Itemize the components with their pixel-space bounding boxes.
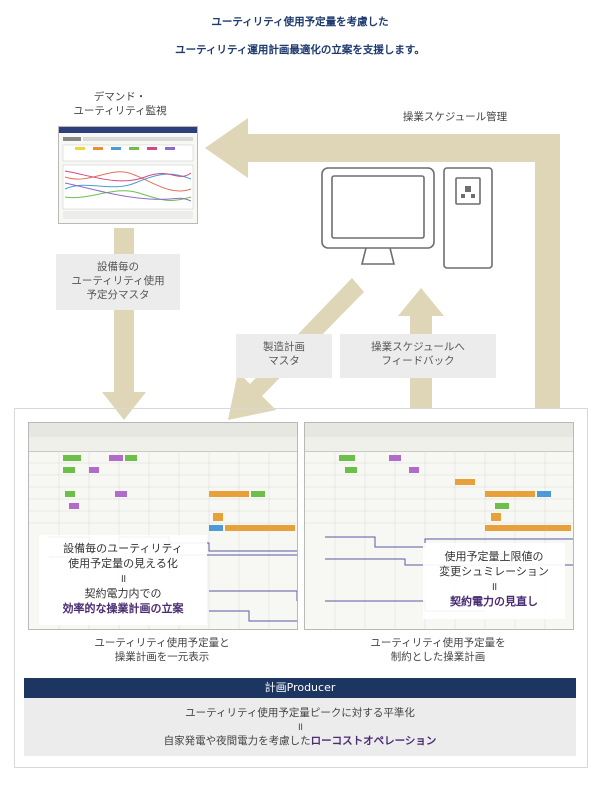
master-down-arrow	[102, 228, 146, 420]
summary-line-2-prefix: 自家発電や夜間電力を考慮した	[163, 735, 311, 747]
demand-chart-thumbnail	[59, 127, 197, 219]
computer-icon	[321, 167, 493, 269]
producer-frame	[14, 408, 588, 768]
left-overlay-line-3: 契約電力内での	[84, 587, 162, 600]
right-overlay-accent: 契約電力の見直し	[450, 595, 538, 608]
header-line-2: ユーティリティ運用計画最適化の立案を支援します。	[175, 44, 425, 56]
right-caption-line-1: ユーティリティ使用予定量を	[370, 637, 506, 649]
right-overlay-line-2: 変更シュミレーション	[439, 565, 549, 578]
right-overlay-line-1: 使用予定量上限値の	[444, 550, 544, 563]
feedback-label: 操業スケジュールへ フィードバック	[340, 334, 496, 378]
producer-summary-box: ユーティリティ使用予定量ピークに対する平準化 ॥ 自家発電や夜間電力を考慮したロ…	[24, 698, 576, 756]
left-overlay-line-2: 使用予定量の見える化	[68, 557, 178, 570]
unit-master-label-line-2: ユーティリティ使用	[71, 275, 165, 287]
unit-master-label-line-1: 設備毎の	[97, 261, 139, 273]
summary-separator: ॥	[296, 721, 304, 733]
feedback-label-line-1: 操業スケジュールへ	[371, 341, 465, 353]
right-gantt-chart	[305, 451, 573, 629]
right-overlay: 使用予定量上限値の 変更シュミレーション ॥ 契約電力の見直し	[423, 543, 565, 619]
monitor-label-line-2: ユーティリティ監視	[73, 105, 167, 117]
schedule-management-label: 操業スケジュール管理	[402, 111, 508, 123]
left-overlay: 設備毎のユーティリティ 使用予定量の見える化 ॥ 契約電力内での 効率的な操業計…	[39, 535, 207, 625]
left-overlay-line-1: 設備毎のユーティリティ	[63, 542, 183, 555]
right-caption-line-2: 制約とした操業計画	[390, 651, 486, 663]
left-toolbar-2	[29, 437, 297, 452]
demand-monitor-screenshot	[58, 126, 198, 224]
feedback-label-line-2: フィードバック	[381, 355, 455, 367]
right-schedule-screenshot: 使用予定量上限値の 変更シュミレーション ॥ 契約電力の見直し	[304, 422, 574, 630]
producer-banner: 計画Producer	[24, 678, 576, 698]
header-line-1: ユーティリティ使用予定量を考慮した	[211, 16, 389, 28]
summary-line-1: ユーティリティ使用予定量ピークに対する平準化	[185, 707, 415, 719]
unit-master-label-line-3: 予定分マスタ	[86, 289, 150, 301]
summary-line-2-accent: ローコストオペレーション	[310, 735, 437, 747]
left-schedule-screenshot: 設備毎のユーティリティ 使用予定量の見える化 ॥ 契約電力内での 効率的な操業計…	[28, 422, 298, 630]
right-toolbar-2	[305, 437, 573, 452]
left-overlay-separator: ॥	[119, 572, 127, 585]
unit-master-label: 設備毎の ユーティリティ使用 予定分マスタ	[56, 254, 180, 310]
schedule-loop-arrow	[205, 118, 560, 408]
left-overlay-accent: 効率的な操業計画の立案	[62, 602, 184, 615]
summary-line-2: 自家発電や夜間電力を考慮したローコストオペレーション	[24, 734, 576, 748]
left-caption-line-2: 操業計画を一元表示	[114, 651, 210, 663]
right-toolbar	[305, 423, 573, 438]
left-toolbar	[29, 423, 297, 438]
right-overlay-separator: ॥	[490, 580, 498, 593]
production-plan-master-label: 製造計画 マスタ	[236, 334, 332, 378]
left-caption-line-1: ユーティリティ使用予定量と	[94, 637, 230, 649]
production-plan-line-2: マスタ	[268, 355, 300, 367]
production-plan-line-1: 製造計画	[263, 341, 305, 353]
monitor-label-line-1: デマンド・	[93, 91, 147, 103]
